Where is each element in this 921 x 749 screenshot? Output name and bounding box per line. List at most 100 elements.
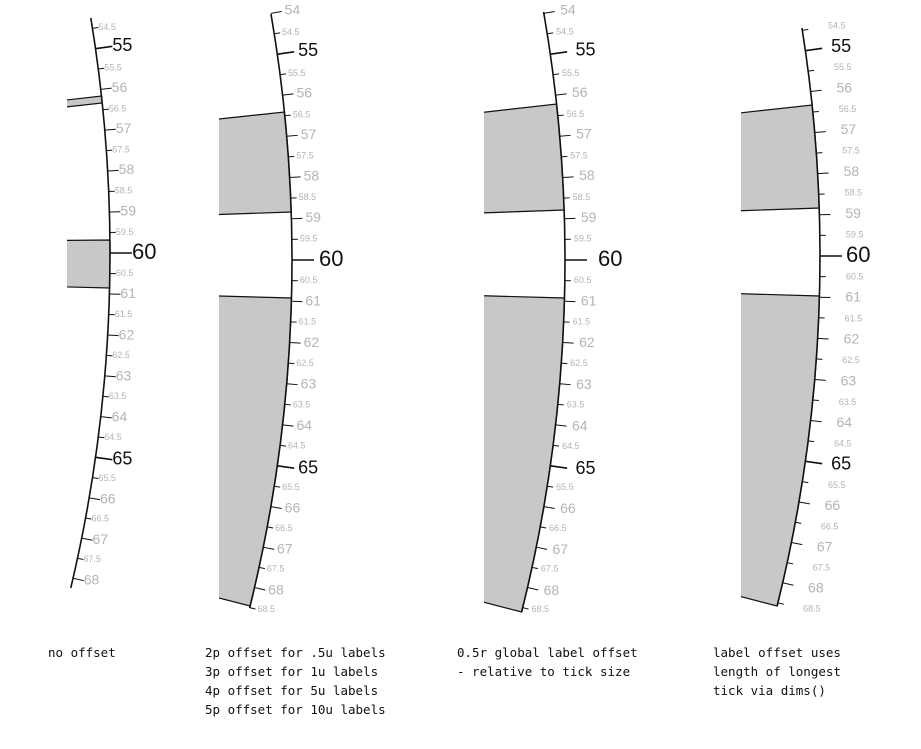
tick-mark xyxy=(808,440,815,443)
tick-mark xyxy=(277,465,295,470)
tick-label: 56 xyxy=(836,79,852,95)
tick-label: 67 xyxy=(92,531,108,547)
tick-mark xyxy=(107,334,119,337)
tick-mark xyxy=(102,395,109,398)
tick-label: 57 xyxy=(116,120,132,136)
tick-label: 57.5 xyxy=(112,145,130,155)
tick-label: 67.5 xyxy=(267,563,285,573)
tick-label: 66 xyxy=(560,500,576,516)
tick-mark xyxy=(795,521,802,524)
tick-mark xyxy=(254,587,266,591)
tick-mark xyxy=(805,460,823,465)
tick-mark xyxy=(95,45,113,50)
tick-mark xyxy=(72,577,84,582)
tick-mark xyxy=(543,506,555,509)
tick-mark xyxy=(107,169,119,172)
tick-mark xyxy=(814,378,826,381)
tick-mark xyxy=(522,607,529,610)
range-wedge xyxy=(67,239,111,289)
tick-label: 61 xyxy=(581,292,597,308)
range-wedge xyxy=(219,111,292,216)
tick-label: 58.5 xyxy=(573,192,591,202)
tick-mark xyxy=(81,537,93,541)
tick-label: 58 xyxy=(119,161,135,177)
tick-mark xyxy=(104,128,116,131)
tick-mark xyxy=(92,477,99,480)
tick-label: 66.5 xyxy=(549,523,567,533)
tick-mark xyxy=(805,47,823,52)
tick-mark xyxy=(270,11,282,14)
tick-label: 63 xyxy=(116,367,132,383)
range-wedge xyxy=(741,104,820,212)
tick-label: 59.5 xyxy=(300,234,318,244)
scale-arc xyxy=(69,17,111,589)
tick-label: 63.5 xyxy=(293,399,311,409)
tick-mark xyxy=(557,403,564,406)
scale-panel-3: 5454.55555.55656.55757.55858.55959.56060… xyxy=(484,1,622,614)
tick-label: 61.5 xyxy=(299,317,317,327)
tick-label: 65 xyxy=(576,458,596,478)
caption-line: 3p offset for 1u labels xyxy=(205,664,379,679)
tick-label: 60 xyxy=(598,246,622,271)
tick-mark xyxy=(277,50,295,55)
tick-mark xyxy=(527,587,539,591)
tick-label: 63.5 xyxy=(567,400,585,410)
tick-label: 64 xyxy=(572,417,588,433)
tick-label: 55.5 xyxy=(562,68,580,78)
tick-mark xyxy=(102,108,109,111)
tick-mark xyxy=(280,73,287,76)
tick-mark xyxy=(555,93,567,96)
caption-dims-offset: label offset uses length of longest tick… xyxy=(713,643,841,700)
tick-label: 55.5 xyxy=(104,63,122,73)
tick-mark xyxy=(787,562,794,565)
tick-label: 59 xyxy=(305,209,321,225)
tick-label: 68 xyxy=(84,571,100,587)
tick-label: 65.5 xyxy=(828,480,846,490)
tick-mark xyxy=(810,89,822,93)
tick-label: 65 xyxy=(298,458,318,478)
tick-label: 55 xyxy=(576,39,596,59)
tick-label: 65 xyxy=(112,448,132,468)
tick-mark xyxy=(280,444,287,447)
tick-label: 65.5 xyxy=(282,482,300,492)
tick-label: 63 xyxy=(576,376,592,392)
tick-mark xyxy=(92,26,99,29)
tick-mark xyxy=(802,28,809,31)
tick-mark xyxy=(263,546,275,550)
tick-mark xyxy=(791,542,803,546)
tick-mark xyxy=(540,526,547,529)
tick-mark xyxy=(547,32,554,35)
tick-mark xyxy=(531,566,539,570)
tick-label: 64.5 xyxy=(104,432,122,442)
tick-mark xyxy=(77,557,84,560)
tick-label: 67 xyxy=(552,541,568,557)
tick-label: 62.5 xyxy=(570,358,588,368)
tick-mark xyxy=(782,582,794,586)
tick-mark xyxy=(284,403,291,406)
tick-mark xyxy=(286,134,298,137)
tick-label: 60 xyxy=(846,242,870,267)
tick-label: 62 xyxy=(844,331,860,347)
caption-line: 4p offset for 5u labels xyxy=(205,683,379,698)
tick-mark xyxy=(550,465,568,470)
tick-mark xyxy=(817,172,829,175)
tick-label: 66 xyxy=(285,500,301,516)
tick-label: 55 xyxy=(831,36,851,56)
tick-label: 59 xyxy=(120,202,136,218)
range-wedge xyxy=(67,95,103,108)
tick-label: 55 xyxy=(112,35,132,55)
tick-label: 56 xyxy=(572,84,588,100)
tick-label: 64 xyxy=(836,414,852,430)
tick-mark xyxy=(95,456,113,461)
tick-mark xyxy=(289,176,301,178)
tick-mark xyxy=(562,342,574,344)
tick-label: 62.5 xyxy=(296,358,314,368)
tick-mark xyxy=(812,399,819,402)
tick-label: 60 xyxy=(319,246,343,271)
tick-label: 65.5 xyxy=(556,482,574,492)
tick-mark xyxy=(282,93,294,96)
tick-label: 64.5 xyxy=(288,441,306,451)
tick-mark xyxy=(557,114,564,117)
tick-label: 65 xyxy=(831,454,851,474)
tick-label: 57 xyxy=(841,121,857,137)
